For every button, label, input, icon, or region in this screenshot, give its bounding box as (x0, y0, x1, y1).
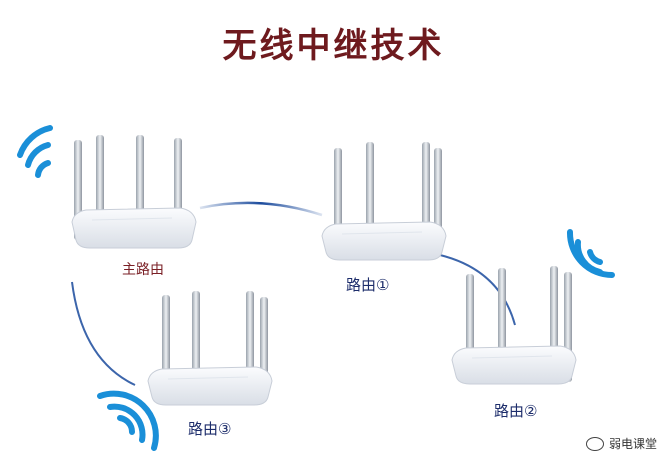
router-icon-1 (321, 142, 447, 261)
wifi-signal-icon (17, 125, 53, 178)
wifi-signal-icon (97, 390, 159, 451)
wifi-signal-icon (566, 229, 615, 278)
link-main-to-router3 (71, 281, 136, 386)
diagram-title: 无线中继技术 (222, 26, 445, 66)
watermark-text: 弱电课堂 (608, 437, 657, 451)
router-label-2: 路由② (494, 402, 538, 420)
router-label-3: 路由③ (188, 420, 232, 438)
link-main-to-router1 (199, 201, 323, 217)
router-icon-3 (147, 291, 273, 406)
router-label-1: 路由① (346, 276, 390, 294)
router-icon-2 (451, 266, 577, 385)
router-label-main: 主路由 (122, 262, 164, 278)
link-router1-to-router2 (439, 254, 516, 326)
watermark: 弱电课堂 (585, 435, 657, 452)
router-icon-main (71, 135, 197, 249)
wechat-icon (585, 436, 604, 451)
